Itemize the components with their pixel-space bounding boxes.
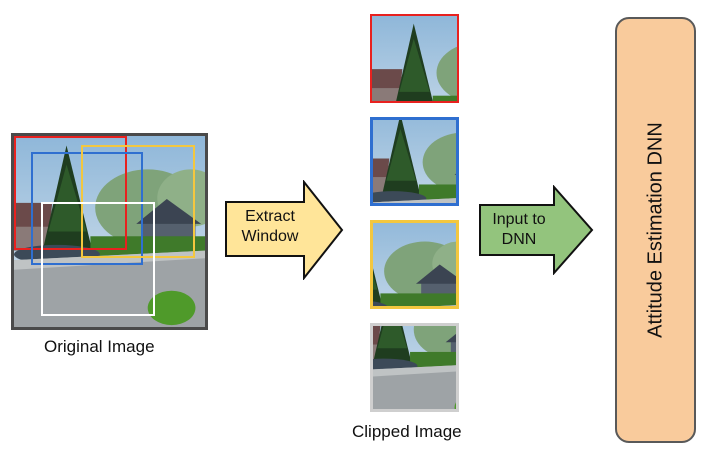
- window-red: [14, 136, 127, 250]
- input-to-dnn-arrow: [479, 185, 594, 275]
- clipped-image-blue: [370, 117, 459, 206]
- dnn-label: Attitude Estimation DNN: [644, 122, 666, 338]
- clipped-image-yellow: [370, 220, 459, 309]
- input-to-dnn-label: Input to DNN: [482, 210, 556, 250]
- window-white: [41, 202, 155, 316]
- original-image: [11, 133, 208, 330]
- original-image-caption: Original Image: [44, 337, 155, 356]
- clipped-image-caption: Clipped Image: [352, 422, 462, 441]
- extract-label-line1: Extract: [245, 208, 295, 225]
- window-yellow: [81, 145, 195, 258]
- attitude-estimation-dnn-box: Attitude Estimation DNN: [615, 17, 696, 443]
- window-blue: [31, 152, 143, 265]
- input-label-line1: Input to: [492, 211, 546, 228]
- extract-window-label: Extract Window: [230, 207, 310, 247]
- clipped-image-white: [370, 323, 459, 412]
- clipped-image-red: [370, 14, 459, 103]
- extract-label-line2: Window: [241, 228, 299, 245]
- extract-window-arrow: [225, 180, 344, 280]
- input-label-line2: DNN: [501, 231, 537, 248]
